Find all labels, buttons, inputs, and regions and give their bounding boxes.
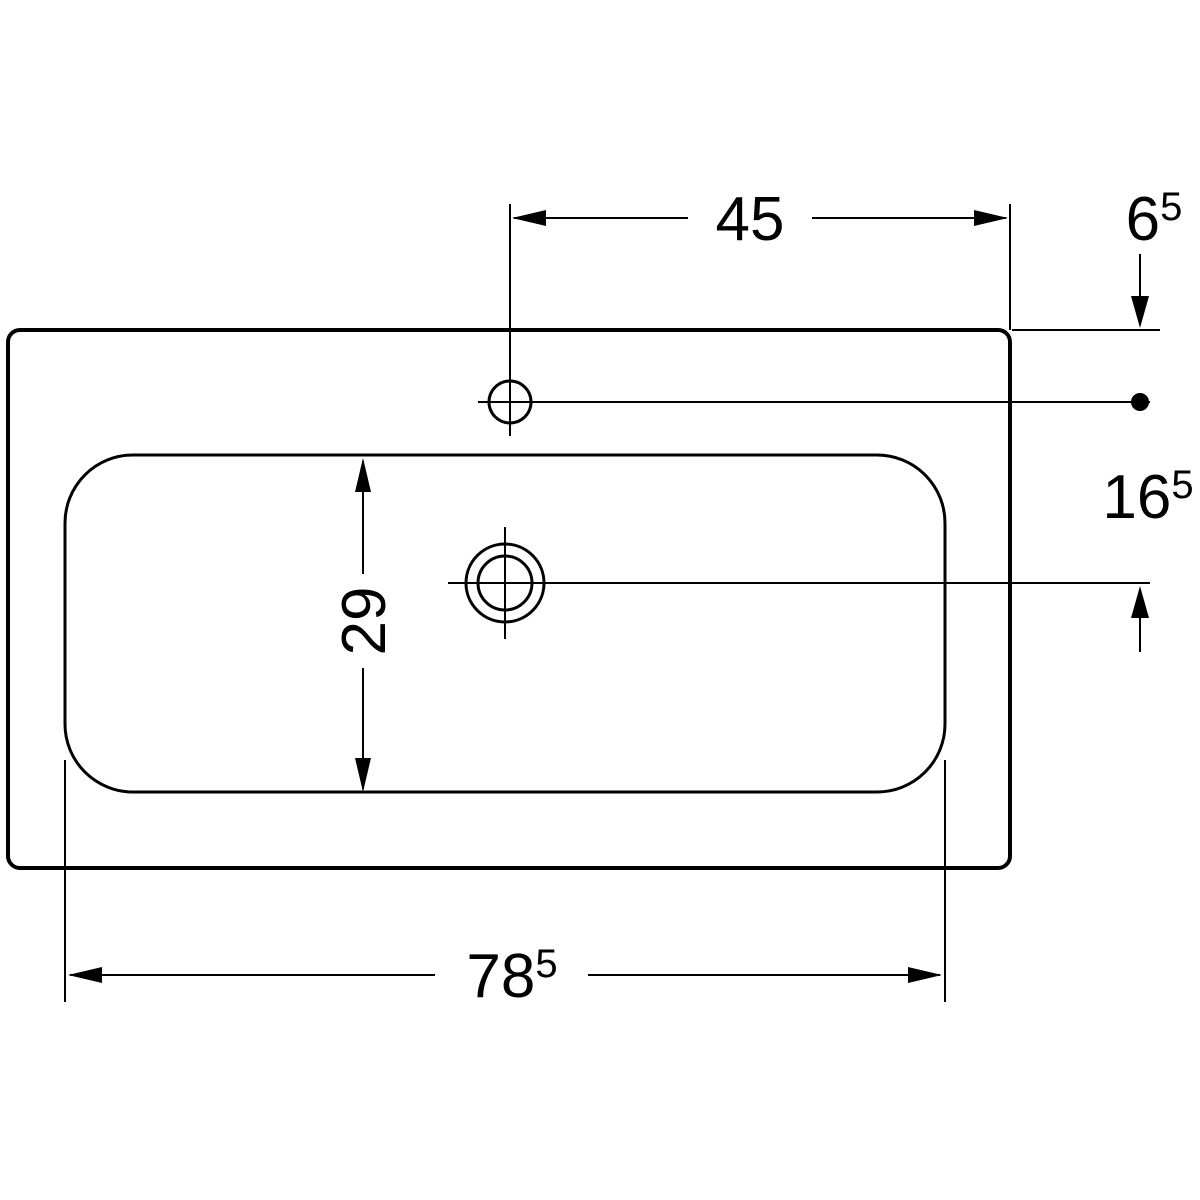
arrowhead-left-icon xyxy=(68,967,102,983)
arrowhead-right-icon xyxy=(974,210,1008,226)
faucet-hole xyxy=(487,379,533,425)
drain-hole-outer xyxy=(464,542,546,624)
dim-45-label: 45 xyxy=(716,185,785,254)
arrowhead-up-icon xyxy=(355,458,371,492)
arrowhead-up-icon xyxy=(1131,586,1149,618)
dim-6-5-label: 65 xyxy=(1126,185,1183,254)
basin-bowl-outline xyxy=(63,453,947,794)
dim-29-label: 29 xyxy=(330,587,399,656)
arrowhead-left-icon xyxy=(512,210,546,226)
dim-endpoint-dot xyxy=(1131,393,1149,411)
dim-16-5-label: 165 xyxy=(1102,463,1193,532)
arrowhead-right-icon xyxy=(908,967,942,983)
arrowhead-down-icon xyxy=(1131,296,1149,328)
arrowhead-down-icon xyxy=(355,758,371,792)
dim-78-5-label: 785 xyxy=(466,942,557,1011)
dim-29-label-group: 29 xyxy=(330,587,399,656)
drain-hole-inner xyxy=(476,554,534,612)
